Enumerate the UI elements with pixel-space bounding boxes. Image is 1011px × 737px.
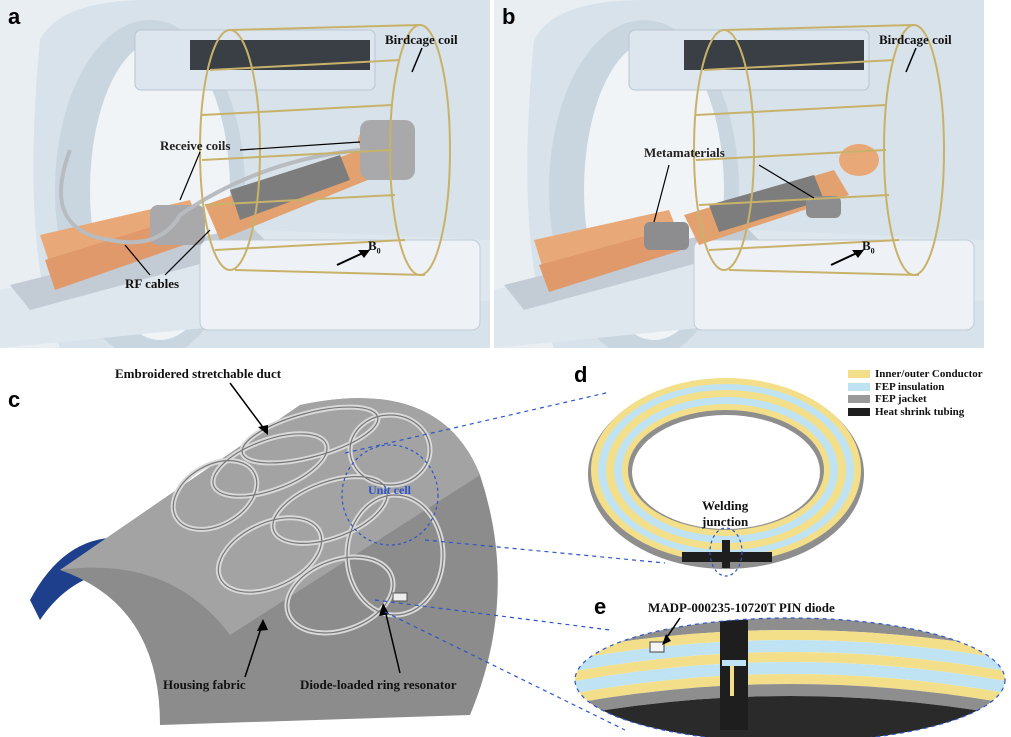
label-welding-line1: Welding (702, 498, 749, 513)
birdcage-coil-b (693, 24, 945, 276)
label-rf-cables: RF cables (125, 276, 180, 291)
magnifier-outline (574, 617, 1006, 737)
label-welding-line2: junction (702, 514, 749, 529)
label-receive-coils: Receive coils (160, 138, 231, 153)
birdcage-coil (199, 24, 451, 276)
panel-label-d: d (574, 362, 588, 387)
panel-label-a: a (8, 4, 21, 29)
panel-label-c: c (8, 387, 21, 412)
panel-d: d Welding junction (574, 362, 874, 582)
panel-b-illustration (494, 0, 984, 348)
pin-diode (649, 641, 665, 653)
legend-item-fep-insulation: FEP insulation (848, 381, 983, 394)
legend-swatch-fep-insulation (848, 382, 870, 391)
panel-e: e MADP-000235-10720T PIN diode (570, 590, 1011, 737)
patient-figure-b (534, 144, 879, 292)
panel-label-b: b (502, 4, 516, 29)
label-b0-a: B0 (368, 238, 381, 256)
label-birdcage-coil-a: Birdcage coil (385, 32, 458, 47)
legend-label-fep-insulation: FEP insulation (875, 380, 945, 393)
diode-marker (392, 592, 408, 602)
panel-c-illustration (30, 382, 498, 725)
legend-swatch-fep-jacket (848, 395, 870, 404)
panel-d-illustration (588, 378, 864, 577)
label-housing-fabric: Housing fabric (163, 677, 246, 692)
legend-item-conductor: Inner/outer Conductor (848, 368, 983, 381)
metamaterial-arm (806, 196, 841, 218)
panel-label-e: e (594, 594, 607, 619)
legend-label-conductor: Inner/outer Conductor (875, 368, 983, 381)
legend-label-fep-jacket: FEP jacket (875, 393, 927, 406)
legend-item-heat-shrink: Heat shrink tubing (848, 406, 983, 419)
legend-swatch-heat-shrink (848, 407, 870, 416)
panel-c: c Embroidered stretchable duct Unit cell… (0, 355, 570, 737)
welding-junction-outline (709, 527, 743, 577)
legend-swatch-conductor (848, 370, 870, 379)
label-metamaterials: Metamaterials (644, 145, 725, 160)
metamaterial-leg (644, 222, 689, 250)
label-diode-ring: Diode-loaded ring resonator (300, 677, 457, 692)
label-pin-diode: MADP-000235-10720T PIN diode (648, 600, 835, 615)
label-birdcage-coil-b: Birdcage coil (879, 32, 952, 47)
legend: Inner/outer Conductor FEP insulation FEP… (848, 368, 983, 418)
panel-b: b Birdcage coil Metamaterials B0 (494, 0, 984, 348)
legend-item-fep-jacket: FEP jacket (848, 393, 983, 406)
panel-a: a Birdcage coil Receive coils RF cables … (0, 0, 490, 348)
label-embroidered-duct: Embroidered stretchable duct (115, 366, 282, 381)
label-b0-b: B0 (862, 238, 875, 256)
receive-coil-leg (150, 205, 205, 245)
panel-a-illustration (0, 0, 490, 348)
legend-label-heat-shrink: Heat shrink tubing (875, 405, 965, 418)
label-unit-cell: Unit cell (368, 483, 411, 497)
